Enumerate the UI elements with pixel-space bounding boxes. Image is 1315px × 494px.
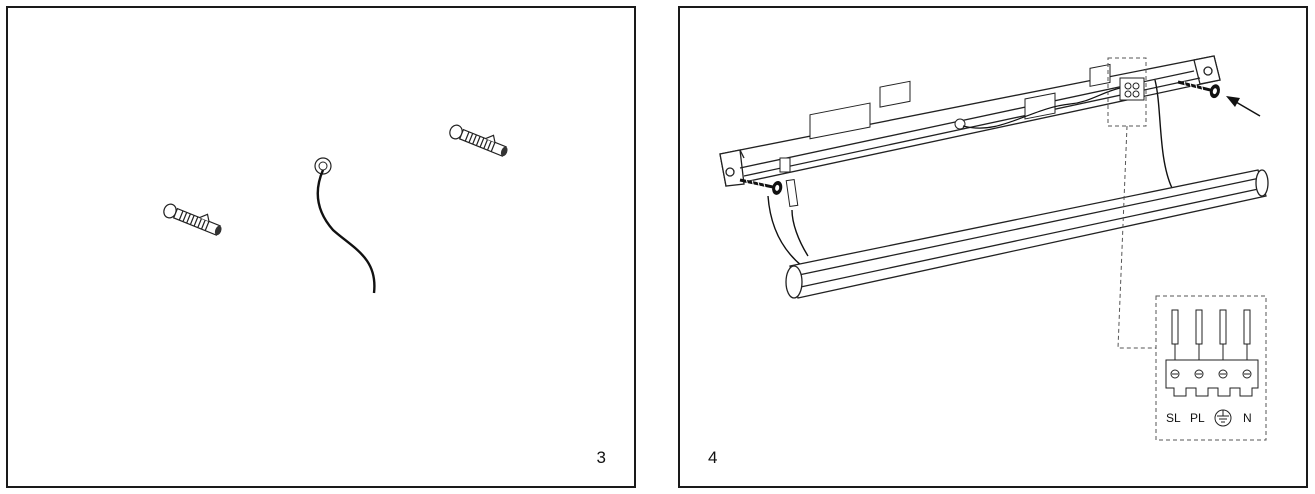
step-4-panel: SL PL N 4 — [678, 6, 1308, 488]
ballast — [809, 102, 871, 140]
step-3-illustration — [163, 124, 508, 294]
terminal-label-n: N — [1243, 411, 1252, 425]
screw-icon — [739, 178, 783, 195]
lamp-tube-icon — [785, 169, 1269, 299]
wall-plug-icon — [163, 203, 222, 236]
wall-plug-icon — [449, 124, 508, 157]
callout-dashed — [1107, 57, 1267, 441]
power-cable-icon — [314, 157, 376, 294]
terminal-label-pl: PL — [1190, 411, 1205, 425]
step-3-panel: 3 — [6, 6, 636, 488]
insert-arrow-icon — [1226, 96, 1261, 117]
connector — [1089, 63, 1111, 87]
capacitor — [879, 80, 911, 108]
step-number: 4 — [708, 448, 718, 467]
luminaire-housing — [719, 55, 1221, 187]
terminal-block-small — [1119, 77, 1145, 101]
terminal-label-sl: SL — [1166, 411, 1181, 425]
step-4-illustration: SL PL N — [719, 55, 1269, 441]
terminal-block-detail — [1165, 309, 1259, 397]
step-number: 3 — [596, 448, 606, 467]
screw-icon — [1177, 80, 1221, 99]
ground-symbol-icon — [1214, 409, 1232, 427]
connector — [1024, 92, 1056, 120]
